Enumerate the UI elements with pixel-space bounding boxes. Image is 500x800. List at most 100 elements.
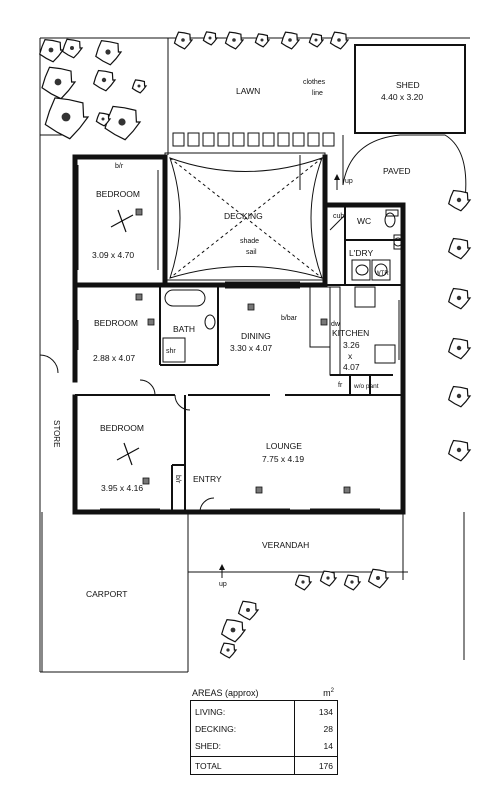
tree-icon	[294, 574, 313, 591]
label-wo-pant: w/o pant	[353, 383, 379, 390]
paver	[262, 132, 275, 147]
paved-edge	[342, 134, 467, 201]
label-bath: BATH	[173, 324, 195, 334]
paver	[277, 132, 290, 147]
tree-icon	[447, 439, 472, 462]
label-entry: ENTRY	[193, 474, 222, 484]
tree-icon	[173, 31, 194, 50]
shed	[354, 44, 466, 134]
up-arrows	[219, 174, 340, 578]
ceiling-fan-icon	[110, 209, 134, 233]
tree-icon	[447, 287, 472, 310]
tree-icon	[131, 79, 148, 94]
label-shed: SHED	[396, 80, 420, 90]
label-bedroom-2-size: 2.88 x 4.07	[93, 353, 135, 363]
label-up-top: up	[345, 178, 353, 185]
windows	[77, 165, 400, 510]
areas-row-label: LIVING:	[190, 700, 295, 720]
tree-icon	[308, 33, 325, 48]
areas-row: LIVING:134	[190, 700, 338, 720]
paver	[232, 132, 245, 147]
tree-icon	[219, 642, 238, 659]
label-bedroom-1: BEDROOM	[96, 189, 140, 199]
tree-icon	[41, 66, 77, 100]
tree-icon	[329, 31, 350, 50]
label-paved: PAVED	[383, 166, 411, 176]
label-lounge: LOUNGE	[266, 441, 302, 451]
light-fixture	[255, 486, 263, 494]
tree-icon	[447, 337, 472, 360]
tree-icon	[367, 568, 390, 589]
tree-icon	[224, 31, 245, 50]
room-labels: LAWN clothes line SHED 4.40 x 3.20 PAVED…	[52, 79, 423, 599]
tree-icon	[319, 570, 338, 587]
paver	[202, 132, 215, 147]
label-bedroom-2: BEDROOM	[94, 318, 138, 328]
label-bir-top: b/r	[115, 163, 124, 170]
areas-title: AREAS (approx)	[192, 688, 259, 698]
label-kitchen-size-3: 4.07	[343, 362, 360, 372]
tree-icon	[220, 618, 247, 643]
label-clothes-line-2: line	[312, 90, 323, 97]
paver	[187, 132, 200, 147]
label-bedroom-3: BEDROOM	[100, 423, 144, 433]
label-dining: DINING	[241, 331, 271, 341]
areas-row-value: 134	[294, 700, 338, 720]
label-kitchen-size-2: x	[348, 351, 353, 361]
areas-total-value: 176	[294, 756, 338, 775]
label-lounge-size: 7.75 x 4.19	[262, 454, 304, 464]
label-bedroom-3-size: 3.95 x 4.16	[101, 483, 143, 493]
boundary-lines	[39, 37, 470, 673]
label-fr: fr	[338, 382, 343, 389]
label-verandah: VERANDAH	[262, 540, 309, 550]
light-fixture	[135, 293, 143, 301]
tree-icon	[104, 105, 142, 141]
light-fixture	[147, 318, 155, 326]
label-lawn: LAWN	[236, 86, 260, 96]
tree-icon	[447, 189, 472, 212]
light-fixture	[142, 477, 150, 485]
label-bbar: b/bar	[281, 315, 298, 322]
label-dw: dw	[331, 321, 341, 328]
paver	[292, 132, 305, 147]
paver	[172, 132, 185, 147]
label-bir-side: b/r	[174, 475, 181, 484]
tree-icon	[447, 385, 472, 408]
house-walls	[39, 154, 406, 515]
label-wc: WC	[357, 216, 371, 226]
label-up-bottom: up	[219, 581, 227, 588]
tree-icon	[92, 69, 117, 92]
areas-total-row: TOTAL 176	[190, 756, 338, 775]
paver	[247, 132, 260, 147]
tree-icon	[95, 112, 112, 127]
areas-row: SHED:14	[190, 737, 338, 757]
label-laundry: L'DRY	[349, 248, 373, 258]
label-shr: shr	[166, 348, 176, 355]
label-dining-size: 3.30 x 4.07	[230, 343, 272, 353]
label-clothes-line: clothes	[303, 79, 326, 86]
trees	[38, 31, 472, 659]
tree-icon	[38, 38, 65, 63]
areas-total-label: TOTAL	[190, 756, 295, 775]
tree-icon	[343, 574, 362, 591]
tree-icon	[61, 38, 84, 59]
light-fixture	[343, 486, 351, 494]
tree-icon	[254, 33, 271, 48]
areas-row-label: SHED:	[190, 737, 295, 757]
areas-row-value: 28	[294, 720, 338, 737]
label-kitchen: KITCHEN	[332, 328, 369, 338]
label-carport: CARPORT	[86, 589, 127, 599]
label-cub: cub	[333, 213, 344, 220]
ceiling-fan-icon	[116, 442, 140, 466]
label-shed-size: 4.40 x 3.20	[381, 92, 423, 102]
lawn-edging	[172, 132, 335, 147]
label-decking: DECKING	[224, 211, 263, 221]
tree-icon	[280, 31, 301, 50]
tree-icon	[237, 600, 260, 621]
light-fixtures	[110, 208, 351, 494]
label-wtr: WTR	[375, 271, 389, 277]
label-shade-sail: shade	[240, 238, 259, 245]
tree-icon	[95, 40, 123, 66]
